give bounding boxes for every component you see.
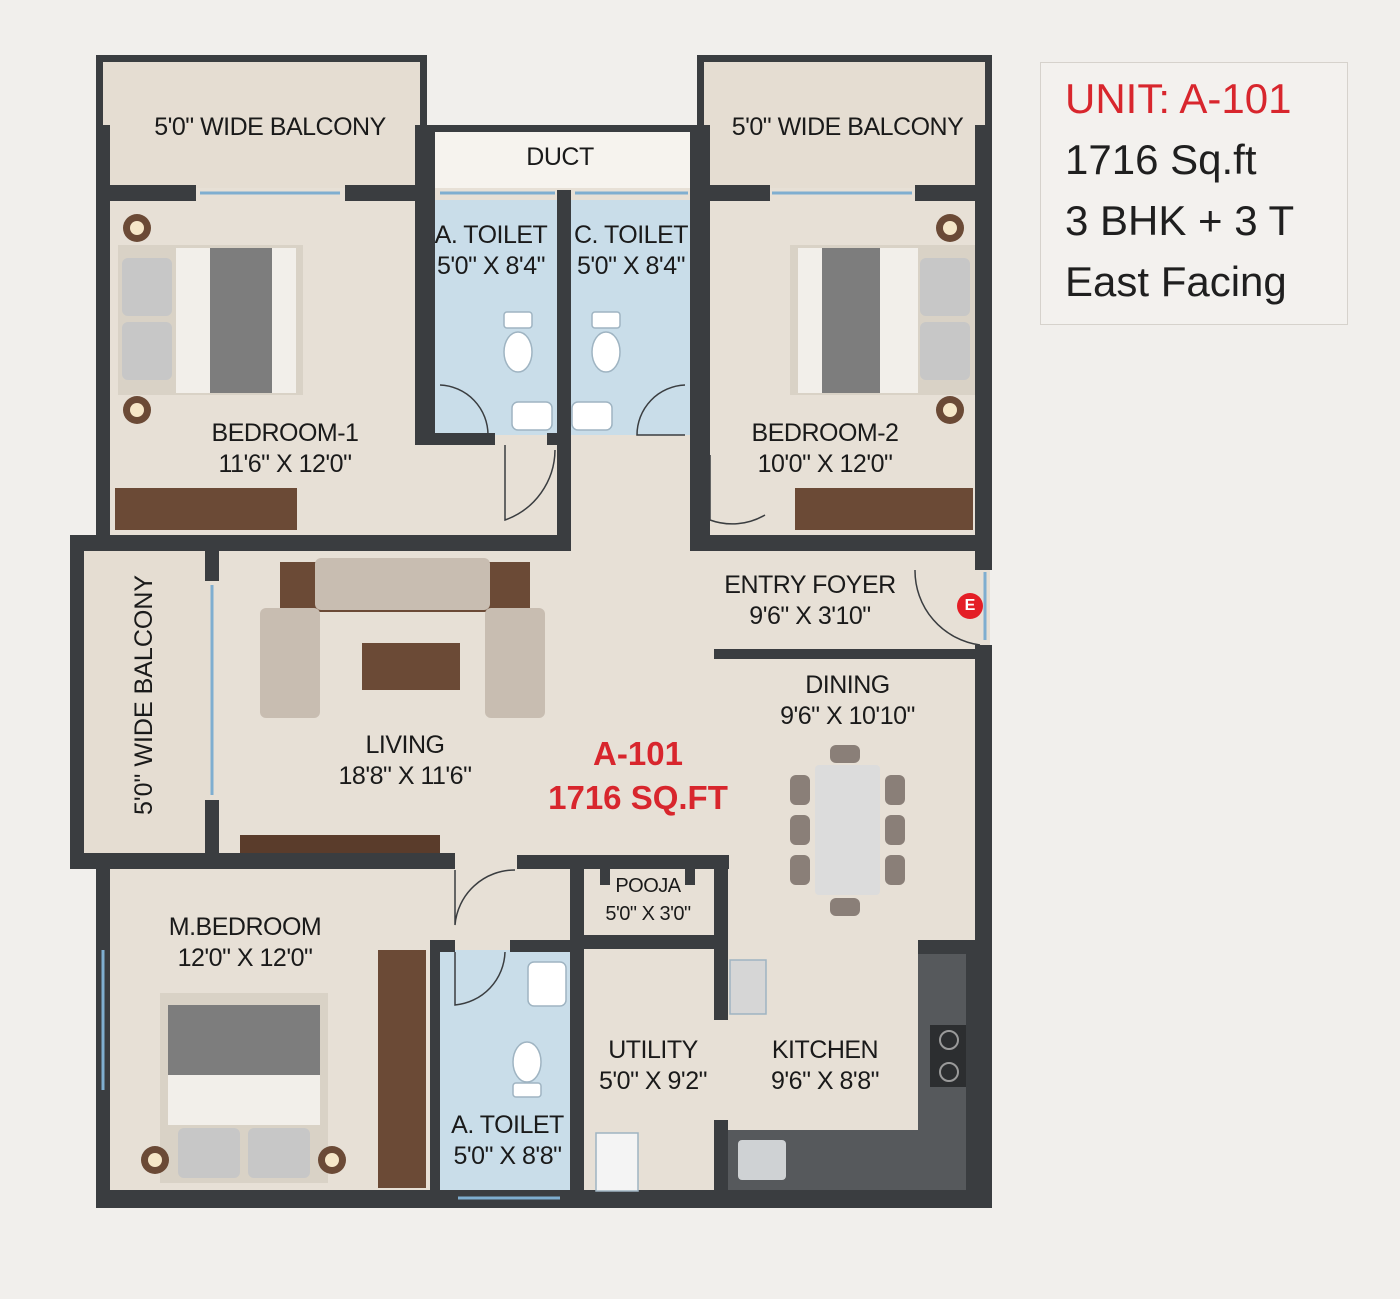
bedroom1-label: BEDROOM-1 11'6" X 12'0" <box>180 418 390 480</box>
toilet-fixtures <box>503 311 767 1192</box>
walls <box>70 55 992 1208</box>
room-name: C. TOILET <box>573 221 689 249</box>
a-toilet-bottom-label: A. TOILET 5'0" X 8'8" <box>445 1110 570 1172</box>
room-name: DINING <box>805 671 890 699</box>
m-bedroom-label: M.BEDROOM 12'0" X 12'0" <box>140 912 350 974</box>
room-size: 11'6" X 12'0" <box>218 450 352 478</box>
room-size: 5'0" X 9'2" <box>599 1067 707 1095</box>
room-size: 9'6" X 10'10" <box>780 702 915 730</box>
room-size: 5'0" X 8'4" <box>437 252 545 280</box>
c-toilet-label: C. TOILET 5'0" X 8'4" <box>570 220 692 282</box>
living-label: LIVING 18'8" X 11'6" <box>305 730 505 792</box>
kitchen-label: KITCHEN 9'6" X 8'8" <box>760 1035 890 1097</box>
room-size: 18'8" X 11'6" <box>338 762 472 790</box>
room-size: 5'0" X 3'0" <box>605 903 691 925</box>
bedroom2-label: BEDROOM-2 10'0" X 12'0" <box>720 418 930 480</box>
windows <box>101 191 987 1200</box>
room-name: ENTRY FOYER <box>724 571 896 599</box>
room-name: 5'0" WIDE BALCONY <box>731 113 964 141</box>
balcony-bedroom2-label: 5'0" WIDE BALCONY <box>715 112 980 142</box>
bed-bedroom1 <box>118 214 303 424</box>
room-name: DUCT <box>526 143 594 171</box>
balcony-living-label: 5'0" WIDE BALCONY <box>130 575 158 815</box>
room-size: 9'6" X 3'10" <box>749 602 871 630</box>
room-name: BEDROOM-2 <box>751 419 899 447</box>
unit-info-box: UNIT: A-101 1716 Sq.ft 3 BHK + 3 T East … <box>1040 62 1348 325</box>
unit-number: UNIT: A-101 <box>1065 75 1292 122</box>
room-name: BEDROOM-1 <box>211 419 359 447</box>
room-name: POOJA <box>615 875 681 897</box>
unit-facing: East Facing <box>1065 258 1287 305</box>
pooja-label: POOJA 5'0" X 3'0" <box>588 873 708 929</box>
dining-label: DINING 9'6" X 10'10" <box>745 670 950 732</box>
plan-area: 1716 SQ.FT <box>548 779 728 816</box>
plan-center-label: A-101 1716 SQ.FT <box>548 732 728 820</box>
doors <box>439 384 981 1006</box>
room-name: A. TOILET <box>451 1111 564 1139</box>
balcony-bedroom1-label: 5'0" WIDE BALCONY <box>140 112 400 142</box>
room-size: 12'0" X 12'0" <box>177 944 313 972</box>
unit-area: 1716 Sq.ft <box>1065 136 1257 183</box>
bed-master <box>141 993 346 1183</box>
room-name: KITCHEN <box>771 1036 879 1064</box>
a-toilet-top-label: A. TOILET 5'0" X 8'4" <box>425 220 557 282</box>
entry-marker: E <box>957 593 983 619</box>
room-size: 9'6" X 8'8" <box>771 1067 879 1095</box>
plan-unit: A-101 <box>593 735 683 772</box>
room-name: M.BEDROOM <box>168 913 322 941</box>
duct-label: DUCT <box>480 142 640 172</box>
wardrobes <box>115 488 973 1188</box>
entry-foyer-label: ENTRY FOYER 9'6" X 3'10" <box>705 570 915 632</box>
dining-table <box>790 745 905 916</box>
unit-config: 3 BHK + 3 T <box>1065 197 1295 244</box>
sofa-set <box>260 558 545 718</box>
room-name: 5'0" WIDE BALCONY <box>154 113 386 141</box>
room-size: 5'0" X 8'4" <box>577 252 685 280</box>
room-name: A. TOILET <box>434 221 548 249</box>
room-name: UTILITY <box>608 1036 698 1064</box>
room-size: 10'0" X 12'0" <box>757 450 893 478</box>
room-name: LIVING <box>365 731 445 759</box>
room-size: 5'0" X 8'8" <box>453 1142 562 1170</box>
utility-label: UTILITY 5'0" X 9'2" <box>588 1035 718 1097</box>
kitchen-counter <box>725 950 975 1190</box>
bed-bedroom2 <box>790 214 975 424</box>
